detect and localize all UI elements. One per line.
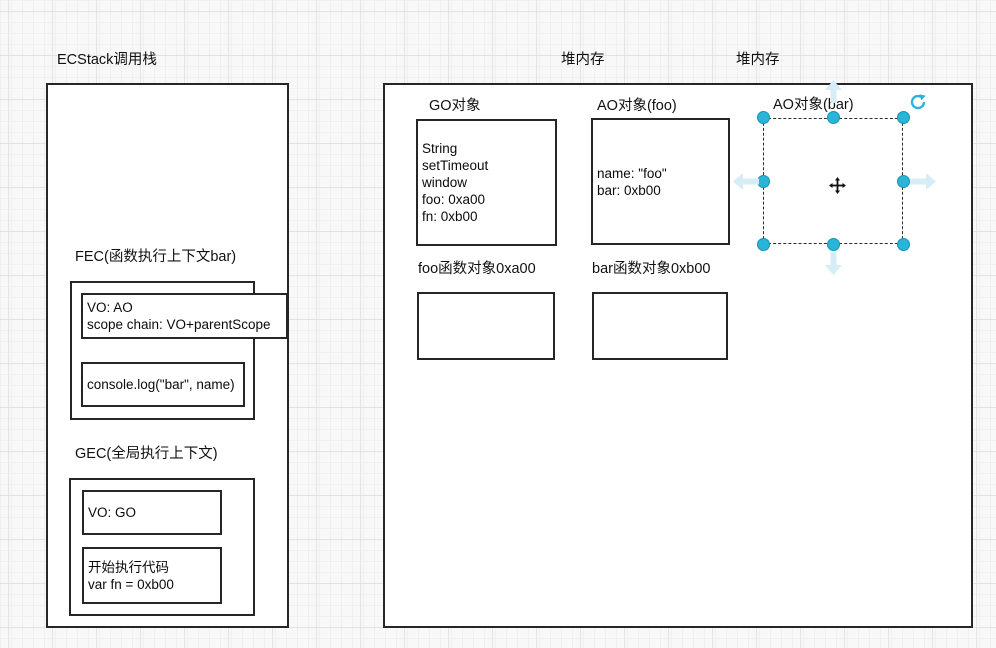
fec-vo-line2: scope chain: VO+parentScope	[87, 317, 271, 332]
ao-foo-label: AO对象(foo)	[597, 98, 677, 114]
rotate-clockwise-icon[interactable]	[909, 93, 927, 111]
connect-arrow-down-icon[interactable]	[825, 252, 842, 275]
foo-fn-shape[interactable]	[417, 292, 555, 360]
resize-handle-s[interactable]	[827, 238, 840, 251]
bar-fn-shape[interactable]	[592, 292, 728, 360]
resize-handle-se[interactable]	[897, 238, 910, 251]
resize-handle-nw[interactable]	[757, 111, 770, 124]
fec-code-shape[interactable]: console.log("bar", name)	[81, 362, 245, 407]
ao-foo-line: name: "foo"	[597, 165, 667, 181]
go-object-label: GO对象	[429, 98, 481, 114]
move-cross-icon[interactable]	[829, 177, 846, 194]
fec-vo-line1: VO: AO	[87, 300, 133, 315]
gec-code-shape[interactable]: 开始执行代码 var fn = 0xb00	[82, 547, 222, 604]
gec-code-line2: var fn = 0xb00	[88, 576, 174, 592]
ao-foo-line: bar: 0xb00	[597, 182, 661, 198]
gec-vo-text: VO: GO	[88, 505, 137, 520]
go-line: setTimeout	[422, 158, 489, 173]
ao-foo-shape[interactable]: name: "foo" bar: 0xb00	[591, 118, 730, 245]
resize-handle-sw[interactable]	[757, 238, 770, 251]
go-line: String	[422, 141, 458, 156]
ecstack-title: ECStack调用栈	[57, 52, 157, 68]
go-line: foo: 0xa00	[422, 192, 486, 207]
fec-vo-shape[interactable]: VO: AO scope chain: VO+parentScope	[81, 293, 288, 339]
go-line: window	[422, 175, 468, 190]
resize-handle-n[interactable]	[827, 111, 840, 124]
gec-code-line1: 开始执行代码	[88, 559, 169, 575]
go-line: fn: 0xb00	[422, 209, 478, 224]
heap-title-left: 堆内存	[561, 52, 605, 68]
connect-arrow-up-icon[interactable]	[825, 80, 842, 103]
connect-arrow-left-icon[interactable]	[733, 173, 759, 190]
resize-handle-ne[interactable]	[897, 111, 910, 124]
gec-vo-shape[interactable]: VO: GO	[82, 490, 222, 535]
fec-code-text: console.log("bar", name)	[87, 377, 235, 392]
foo-fn-label: foo函数对象0xa00	[418, 261, 536, 277]
connect-arrow-right-icon[interactable]	[910, 173, 936, 190]
gec-label: GEC(全局执行上下文)	[75, 446, 218, 462]
fec-label: FEC(函数执行上下文bar)	[75, 249, 237, 265]
go-object-shape[interactable]: String setTimeout window foo: 0xa00 fn: …	[416, 119, 557, 246]
resize-handle-e[interactable]	[897, 175, 910, 188]
heap-title-right: 堆内存	[736, 52, 780, 68]
bar-fn-label: bar函数对象0xb00	[592, 261, 711, 277]
